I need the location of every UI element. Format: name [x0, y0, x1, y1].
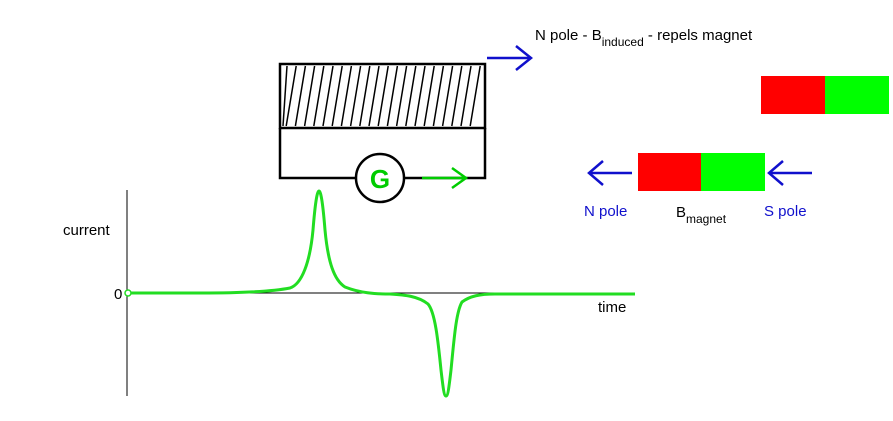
north-pole-label: N pole — [584, 203, 627, 220]
induced-label-subscript: induced — [602, 35, 644, 49]
induced-label-prefix: N pole - B — [535, 27, 602, 44]
coil-winding-11 — [377, 65, 389, 127]
coil — [278, 62, 487, 130]
coil-winding-10 — [368, 65, 380, 127]
coil-winding-18 — [441, 65, 454, 127]
moving-magnet-north — [638, 153, 701, 191]
coil-winding-1 — [285, 65, 297, 127]
x-axis-label: time — [598, 299, 626, 316]
coil-winding-8 — [349, 65, 362, 127]
y-axis-label: current — [63, 222, 111, 239]
coil-winding-13 — [395, 65, 408, 127]
induced-field-arrow — [487, 45, 534, 71]
coil-winding-19 — [451, 65, 463, 127]
south-pole-arrow — [767, 160, 812, 186]
coil-winding-17 — [432, 65, 445, 127]
coil-winding-0 — [282, 65, 288, 127]
coil-winding-9 — [359, 65, 371, 127]
reference-magnet-north — [761, 76, 825, 114]
moving-magnet-south — [701, 153, 765, 191]
reference-magnet-south — [825, 76, 889, 114]
coil-winding-7 — [340, 65, 353, 127]
coil-winding-14 — [405, 65, 417, 127]
coil-winding-5 — [322, 65, 334, 127]
coil-winding-2 — [294, 65, 307, 127]
coil-winding-3 — [303, 65, 316, 127]
coil-winding-16 — [423, 65, 435, 127]
current-curve — [127, 189, 635, 398]
coil-winding-6 — [331, 65, 343, 127]
induced-field-label: N pole - Binduced - repels magnet — [535, 27, 753, 49]
current-direction-arrow — [422, 166, 469, 190]
reference-magnet — [761, 76, 889, 114]
magnet-field-prefix: B — [676, 204, 686, 221]
south-pole-label: S pole — [764, 203, 807, 220]
galvanometer-symbol: G — [370, 164, 390, 194]
coil-windings — [282, 65, 481, 127]
curve-start-marker — [124, 289, 132, 297]
moving-magnet — [638, 153, 765, 191]
coil-winding-21 — [469, 65, 481, 127]
coil-winding-12 — [386, 65, 399, 127]
magnet-field-subscript: magnet — [686, 212, 727, 226]
coil-winding-4 — [313, 65, 325, 127]
north-pole-arrow — [587, 160, 632, 186]
origin-label: 0 — [114, 286, 122, 303]
induced-label-suffix: - repels magnet — [644, 27, 753, 44]
coil-winding-20 — [460, 65, 472, 127]
galvanometer: G — [354, 152, 406, 204]
magnet-field-label: Bmagnet — [676, 204, 727, 226]
coil-winding-15 — [414, 65, 426, 127]
